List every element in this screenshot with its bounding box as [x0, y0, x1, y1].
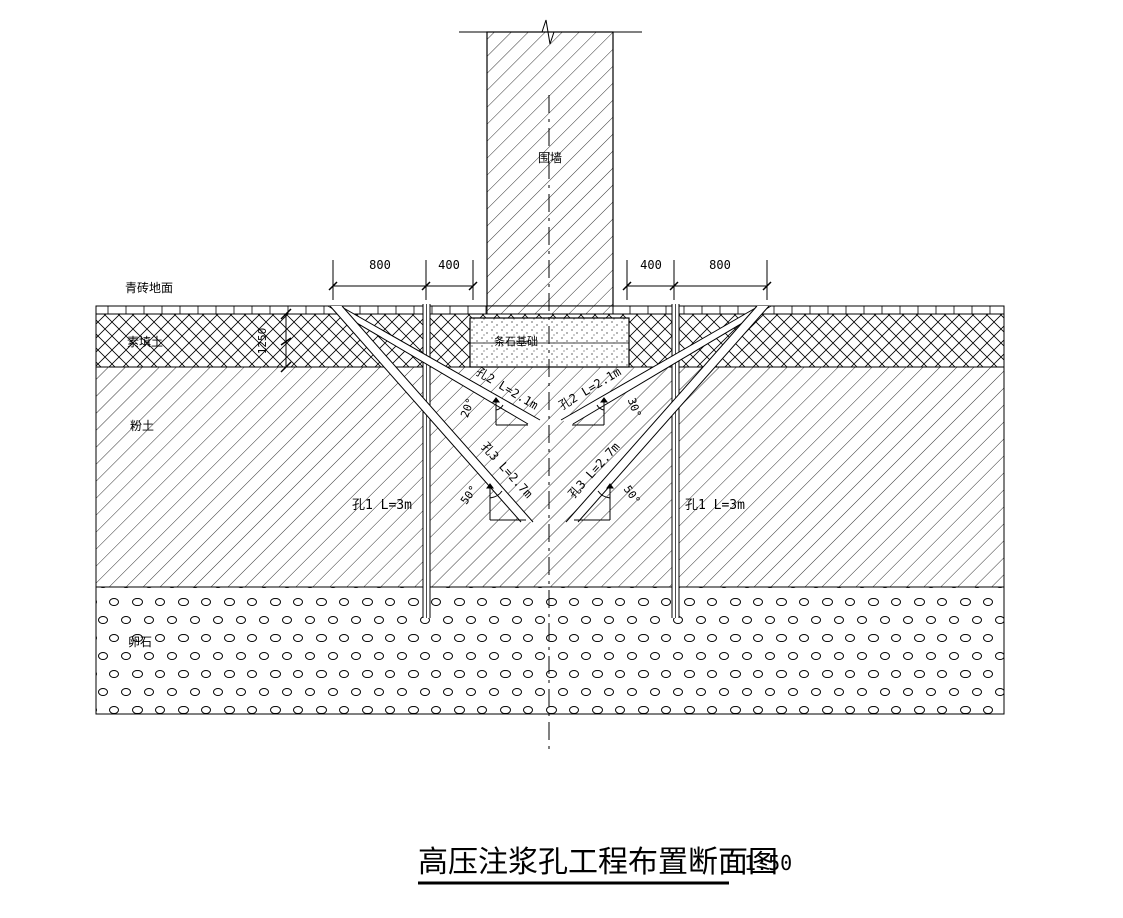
right-vertical-hole	[671, 304, 680, 618]
right-upper-hole	[560, 305, 772, 425]
wall-label: 围墙	[538, 151, 562, 165]
angle-left-upper: 20°	[458, 396, 477, 419]
foundation-label: 条石基础	[494, 334, 538, 348]
hole1-right-label: 孔1 L=3m	[685, 498, 745, 513]
gravel-layer-label: 卵石	[128, 635, 152, 649]
angle-marker-right-upper	[572, 397, 608, 426]
left-vertical-hole	[422, 304, 431, 618]
dim-right-inner: 400	[640, 258, 662, 272]
drawing-scale: 1:50	[744, 851, 792, 875]
soil-layers	[95, 305, 1005, 715]
drawing-title-block: 高压注浆孔工程布置断面图 1:50	[418, 845, 792, 885]
angle-marker-right-lower	[574, 483, 614, 521]
silt-layer-label: 粉土	[130, 419, 154, 433]
break-line	[459, 19, 642, 45]
angle-marker-left-lower	[486, 483, 526, 521]
gravel-layer	[95, 586, 1005, 715]
angle-marker-left-upper	[492, 397, 528, 426]
fill-thickness-dim: 1250	[256, 328, 269, 355]
hole1-left-label: 孔1 L=3m	[352, 498, 412, 513]
dim-left-inner: 400	[438, 258, 460, 272]
dim-right-outer: 800	[709, 258, 731, 272]
fill-layer-label: 素填土	[127, 335, 163, 349]
dimension-lines	[256, 260, 772, 373]
left-upper-hole	[327, 305, 541, 425]
inclined-grout-holes	[327, 305, 772, 523]
angle-right-upper: 30°	[625, 396, 644, 419]
dim-left-outer: 800	[369, 258, 391, 272]
drawing-title: 高压注浆孔工程布置断面图	[418, 845, 778, 880]
surface-layer-label: 青砖地面	[125, 280, 173, 295]
silt-layer	[95, 366, 1005, 588]
wall	[459, 19, 642, 315]
angle-markers	[486, 397, 614, 521]
